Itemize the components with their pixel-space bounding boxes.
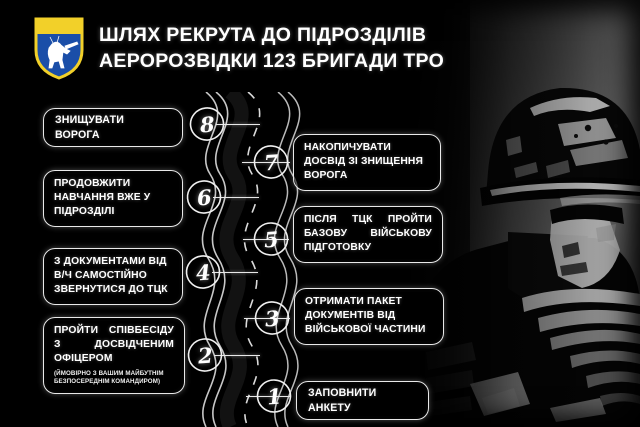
step-circle-7[interactable]: 7 [252,143,290,181]
step-number-5: 5 [262,226,280,252]
step-label-3[interactable]: ОТРИМАТИ ПАКЕТ ДОКУМЕНТІВ ВІД ВІЙСЬКОВОЇ… [294,288,444,345]
step-label-2[interactable]: ПРОЙТИ СПІВБЕСІДУ З ДОСВІДЧЕНИМ ОФІЦЕРОМ… [43,317,185,395]
step-label-subtext-2: (ЙМОВІРНО З ВАШИМ МАЙБУТНІМ БЕЗПОСЕРЕДНІ… [54,369,164,386]
step-number-6: 6 [195,184,213,210]
title-block: ШЛЯХ РЕКРУТА ДО ПІДРОЗДІЛІВ АЕРОРОЗВІДКИ… [99,25,444,71]
poster-header: ШЛЯХ РЕКРУТА ДО ПІДРОЗДІЛІВ АЕРОРОЗВІДКИ… [33,16,444,80]
step-label-text-2: ПРОЙТИ СПІВБЕСІДУ З ДОСВІДЧЕНИМ ОФІЦЕРОМ [54,325,174,365]
step-number-4: 4 [194,259,212,285]
step-label-5[interactable]: ПІСЛЯ ТЦК ПРОЙТИ БАЗОВУ ВІЙСЬКОВУ ПІДГОТ… [293,206,443,263]
step-circle-8[interactable]: 8 [188,105,226,143]
step-label-text-4: З ДОКУМЕНТАМИ ВІД В/Ч САМОСТІЙНО ЗВЕРНУТ… [54,256,168,296]
step-label-text-8: ЗНИЩУВАТИ ВОРОГА [55,114,124,141]
step-number-2: 2 [196,342,214,368]
step-label-8[interactable]: ЗНИЩУВАТИ ВОРОГА [43,108,183,148]
step-label-text-3: ОТРИМАТИ ПАКЕТ ДОКУМЕНТІВ ВІД ВІЙСЬКОВОЇ… [305,296,426,336]
step-label-6[interactable]: ПРОДОВЖИТИ НАВЧАННЯ ВЖЕ У ПІДРОЗДІЛІ [43,170,183,227]
123-brigade-coat-of-arms-icon [34,17,84,80]
step-number-7: 7 [262,149,280,175]
title-line-1: ШЛЯХ РЕКРУТА ДО ПІДРОЗДІЛІВ [99,24,427,47]
step-circle-5[interactable]: 5 [252,220,290,258]
step-circle-1[interactable]: 1 [255,377,293,415]
title-line-2: АЕРОРОЗВІДКИ 123 БРИГАДИ ТРО [99,49,445,72]
step-number-1: 1 [265,383,283,409]
step-number-8: 8 [198,111,216,137]
step-circle-6[interactable]: 6 [185,178,223,216]
step-circle-2[interactable]: 2 [186,336,224,374]
step-label-text-1: ЗАПОВНИТИ АНКЕТУ [308,387,377,414]
step-label-1[interactable]: ЗАПОВНИТИ АНКЕТУ [296,381,429,421]
step-label-text-6: ПРОДОВЖИТИ НАВЧАННЯ ВЖЕ У ПІДРОЗДІЛІ [54,178,151,218]
step-number-3: 3 [263,305,281,331]
step-label-text-7: НАКОПИЧУВАТИ ДОСВІД ЗІ ЗНИЩЕННЯ ВОРОГА [304,142,424,182]
step-circle-3[interactable]: 3 [253,299,291,337]
step-circle-4[interactable]: 4 [184,253,222,291]
step-label-7[interactable]: НАКОПИЧУВАТИ ДОСВІД ЗІ ЗНИЩЕННЯ ВОРОГА [293,134,441,191]
step-label-4[interactable]: З ДОКУМЕНТАМИ ВІД В/Ч САМОСТІЙНО ЗВЕРНУТ… [43,248,183,305]
step-label-text-5: ПІСЛЯ ТЦК ПРОЙТИ БАЗОВУ ВІЙСЬКОВУ ПІДГОТ… [304,214,432,254]
